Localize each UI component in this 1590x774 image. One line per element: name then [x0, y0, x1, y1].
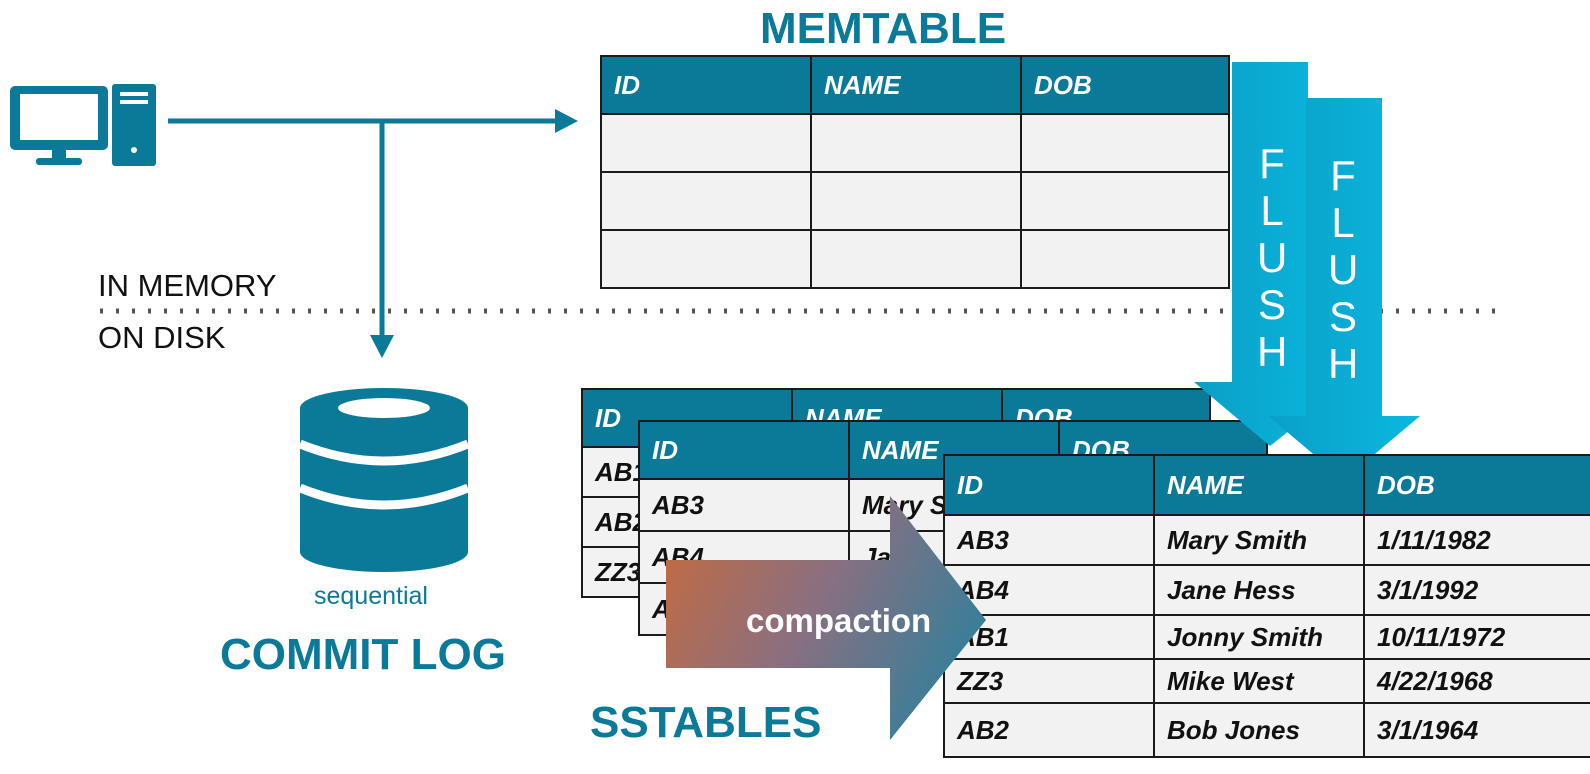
table-cell [1020, 113, 1230, 173]
database-icon [298, 388, 470, 572]
table-row [600, 113, 1230, 173]
write-arrows [168, 109, 578, 358]
table-cell [600, 171, 812, 231]
table-cell: ZZ3 [943, 658, 1155, 704]
column-header: ID [638, 420, 850, 480]
table-cell [1020, 171, 1230, 231]
table-row [600, 229, 1230, 289]
computer-icon [10, 84, 156, 166]
table-cell: 10/11/1972 [1363, 614, 1590, 660]
table-cell: 3/1/1992 [1363, 564, 1590, 616]
sequential-label: sequential [314, 582, 428, 610]
table-cell [810, 113, 1022, 173]
sstables-title: SSTABLES [590, 698, 822, 747]
column-header: NAME [1153, 454, 1365, 516]
commit-log-title: COMMIT LOG [220, 630, 506, 679]
table-cell [810, 229, 1022, 289]
column-header: ID [600, 55, 812, 115]
table-cell [1020, 229, 1230, 289]
table-cell: Mary Smith [1153, 514, 1365, 566]
in-memory-label: IN MEMORY [98, 268, 277, 303]
table-cell: AB4 [943, 564, 1155, 616]
memtable-table: ID NAME DOB [600, 55, 1230, 289]
compaction-label: compaction [746, 602, 932, 639]
table-cell [600, 113, 812, 173]
table-cell [810, 171, 1022, 231]
flush-label-1: FLUSH [1257, 140, 1288, 375]
column-header: DOB [1363, 454, 1590, 516]
flush-arrow-1 [1194, 62, 1350, 446]
flush-arrow-2 [1268, 98, 1420, 480]
table-cell: Mike West [1153, 658, 1365, 704]
memtable-title: MEMTABLE [760, 4, 1007, 53]
table-cell [600, 229, 812, 289]
table-cell: AB2 [943, 702, 1155, 758]
table-cell: 4/22/1968 [1363, 658, 1590, 704]
column-header: NAME [810, 55, 1022, 115]
on-disk-label: ON DISK [98, 320, 226, 355]
flush-label-2: FLUSH [1328, 152, 1359, 387]
column-header: DOB [1020, 55, 1230, 115]
table-cell: AB3 [943, 514, 1155, 566]
table-cell: Jane Hess [1153, 564, 1365, 616]
table-cell: Jonny Smith [1153, 614, 1365, 660]
table-cell: 3/1/1964 [1363, 702, 1590, 758]
table-cell: 1/11/1982 [1363, 514, 1590, 566]
compaction-arrow [666, 496, 986, 740]
table-cell: Bob Jones [1153, 702, 1365, 758]
table-cell: AB3 [638, 478, 850, 532]
table-row [600, 171, 1230, 231]
column-header: ID [943, 454, 1155, 516]
